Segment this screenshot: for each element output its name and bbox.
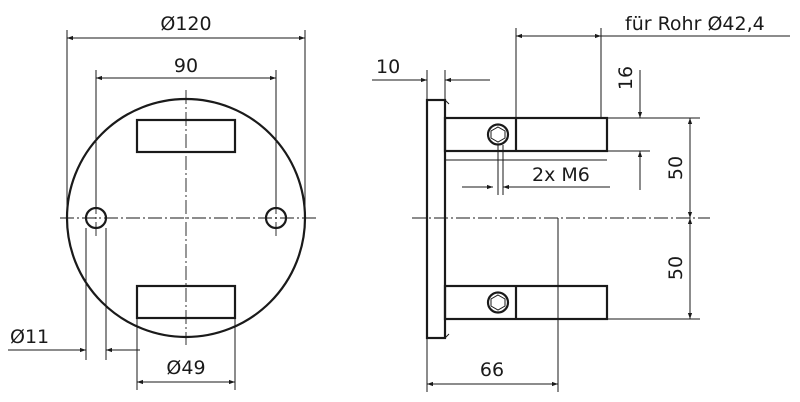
dim-pipe-label: für Rohr Ø42,4 [625, 13, 765, 35]
dim-hole-diameter-label: Ø11 [10, 326, 49, 348]
lower-hex-socket-icon [490, 294, 506, 311]
dim-outer-diameter-label: Ø120 [160, 13, 211, 35]
dim-half-upper-label: 50 [665, 156, 687, 180]
upper-clamp [443, 116, 609, 153]
front-view: Ø120 90 Ø11 Ø49 [8, 13, 318, 390]
lower-hex-screw [486, 291, 510, 314]
dim-clamp-height-label: 16 [615, 66, 637, 90]
side-view: 10 für Rohr Ø42,4 16 2x M6 50 50 66 [372, 13, 790, 392]
dim-hole-spacing-label: 90 [174, 55, 198, 77]
upper-clamp-slot [135, 118, 237, 154]
side-base-plate [425, 98, 447, 340]
dim-half-lower-label: 50 [665, 256, 687, 280]
upper-hex-socket-icon [490, 126, 506, 143]
dim-slot-width-label: Ø49 [166, 357, 205, 379]
lower-clamp [443, 284, 609, 321]
lower-clamp-slot [135, 284, 237, 320]
upper-hex-screw [486, 123, 510, 146]
dim-plate-thickness-label: 10 [376, 56, 400, 78]
dim-depth-label: 66 [480, 359, 504, 381]
dim-thread-label: 2x M6 [532, 164, 590, 186]
base-plate-circle [65, 97, 307, 339]
